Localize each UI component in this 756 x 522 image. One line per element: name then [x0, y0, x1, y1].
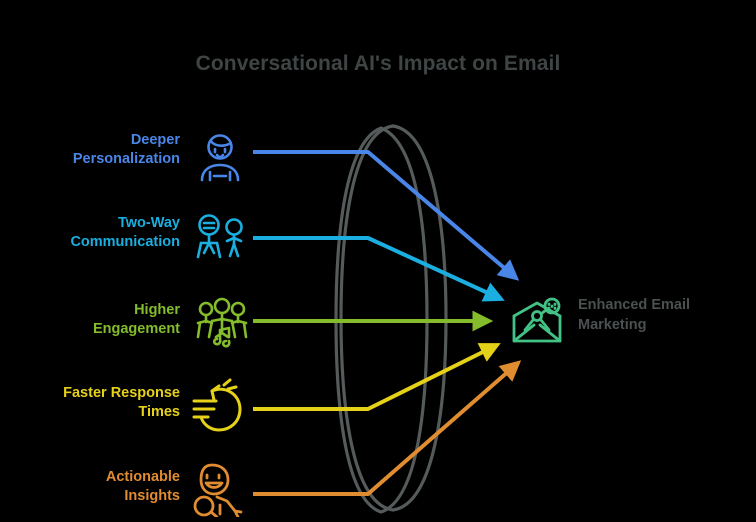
- node-label-faster-response-times: Faster Response Times: [63, 385, 180, 421]
- flow-arrow-actionable-insights: [253, 360, 522, 496]
- funnel-lens: [334, 124, 448, 514]
- flow-arrow-two-way-communication: [253, 236, 505, 302]
- node-label-two-way-communication: Two-Way Communication: [70, 215, 180, 251]
- user-personalization-icon: [192, 128, 248, 189]
- page-title: Conversational AI's Impact on Email: [195, 52, 561, 75]
- group-engagement-icon: [190, 295, 254, 360]
- speed-response-icon: [190, 377, 250, 440]
- flow-arrow-deeper-personalization: [253, 150, 520, 281]
- two-people-communication-icon: [190, 211, 250, 272]
- outcome-label-enhanced-email-marketing: Enhanced Email Marketing: [578, 297, 691, 333]
- email-marketing-envelope-icon: [509, 294, 567, 351]
- node-label-actionable-insights: Actionable Insights: [105, 469, 180, 505]
- node-label-higher-engagement: Higher Engagement: [92, 302, 180, 338]
- node-label-deeper-personalization: Deeper Personalization: [72, 132, 180, 168]
- flow-arrow-faster-response-times: [253, 343, 501, 411]
- person-magnifier-insights-icon: [190, 461, 250, 522]
